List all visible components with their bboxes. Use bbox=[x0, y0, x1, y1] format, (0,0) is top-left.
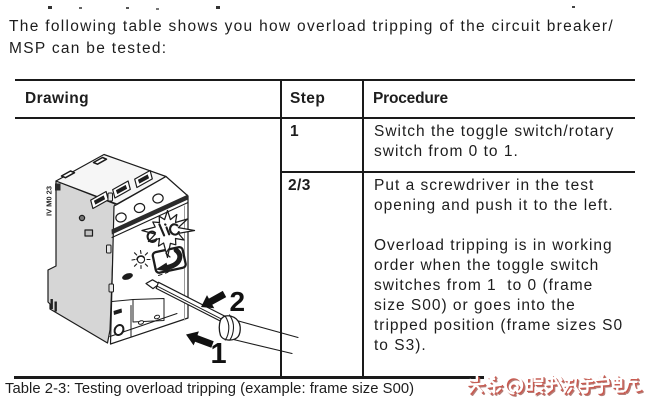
svg-text:1: 1 bbox=[211, 338, 227, 370]
svg-text:IV M0 23: IV M0 23 bbox=[45, 186, 54, 216]
svg-text:2: 2 bbox=[230, 286, 246, 317]
